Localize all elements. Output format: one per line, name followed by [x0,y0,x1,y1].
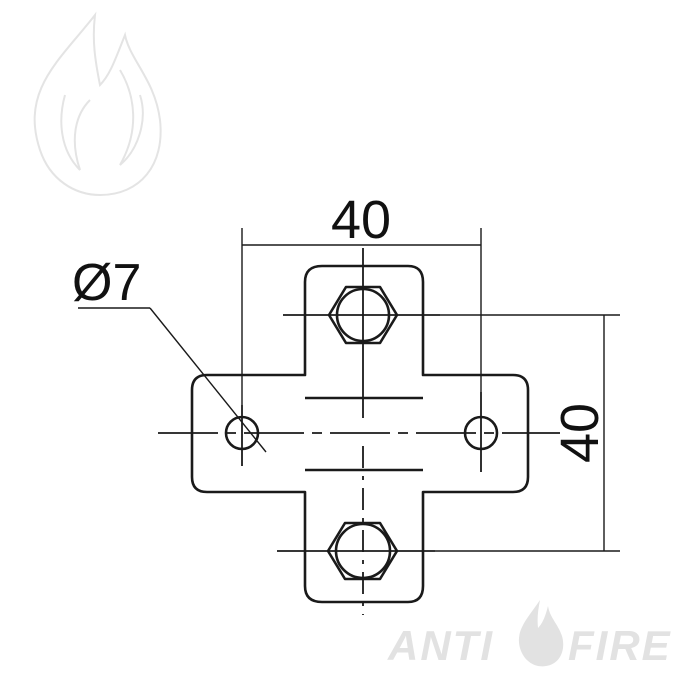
brand-left-text: ANTI [387,622,494,669]
width-dimension-label: 40 [331,190,391,250]
height-dimension-label: 40 [550,403,610,463]
center-lines [158,248,560,615]
brand-watermark: ANTI FIRE [387,600,672,669]
flame-watermark-icon [33,11,162,197]
hole-diameter-label: Ø7 [72,254,141,312]
width-dimension: 40 [241,190,482,405]
brand-flame-icon [518,600,564,667]
brand-right-text: FIRE [568,622,672,669]
bracket-body [190,264,530,604]
hole-diameter-callout: Ø7 [72,254,267,453]
height-dimension: 40 [435,314,620,552]
